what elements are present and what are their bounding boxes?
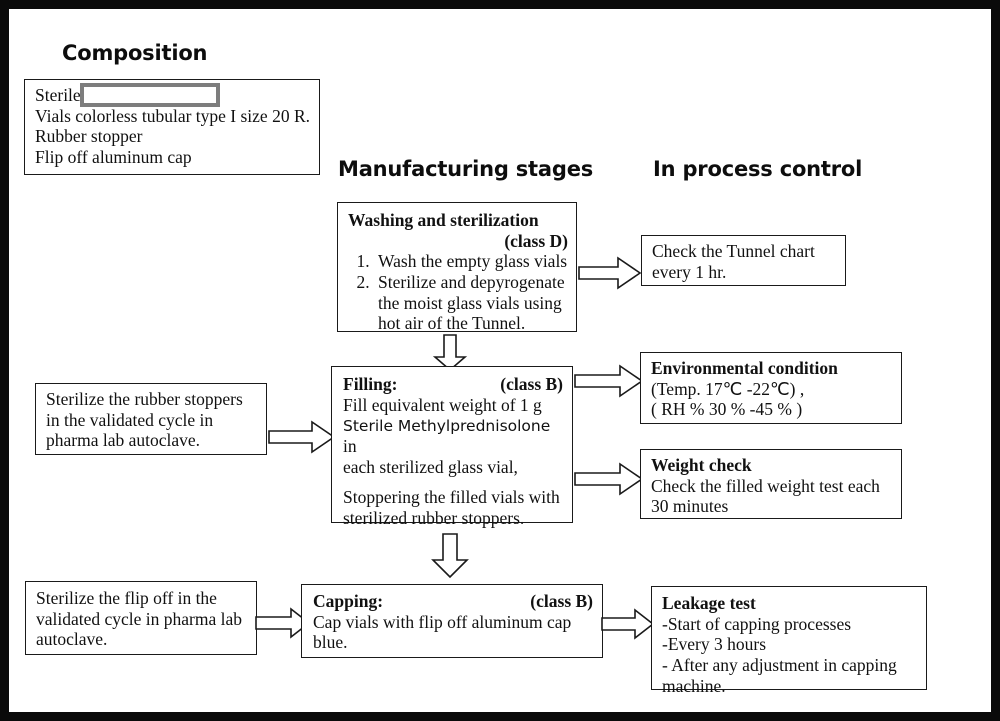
- filling-class: (class B): [500, 374, 563, 394]
- filling-drug-suffix: in: [343, 435, 357, 456]
- environmental-condition-box: Environmental condition (Temp. 17℃ -22℃)…: [640, 352, 902, 424]
- filling-line-4: sterilized rubber stoppers.: [343, 507, 525, 528]
- stoppers-line-3: pharma lab autoclave.: [46, 430, 201, 451]
- washing-title: Washing and sterilization: [348, 210, 539, 230]
- arrow-capping-to-leakage: [601, 608, 655, 640]
- filling-box: Filling: (class B) Fill equivalent weigh…: [331, 366, 573, 528]
- washing-class: (class D): [504, 230, 568, 251]
- stoppers-line-1: Sterilize the rubber stoppers: [46, 389, 243, 409]
- weight-check-title: Weight check: [651, 455, 752, 475]
- heading-in-process-control: In process control: [653, 157, 863, 181]
- composition-line-1: Sterile: [35, 85, 81, 105]
- tunnel-check-box: Check the Tunnel chart every 1 hr.: [641, 235, 846, 286]
- filling-line-1: Fill equivalent weight of 1 g: [343, 394, 542, 415]
- arrow-filling-to-environment: [574, 364, 644, 398]
- filling-spacer: [343, 477, 563, 487]
- leakage-line-3: - After any adjustment in capping: [662, 654, 897, 675]
- filling-drug-line: Sterile Methylprednisolone in: [343, 415, 563, 456]
- flipoff-line-1: Sterilize the flip off in the: [36, 588, 217, 608]
- filling-line-3: Stoppering the filled vials with: [343, 487, 560, 508]
- sterilize-stoppers-box: Sterilize the rubber stoppers in the val…: [35, 383, 267, 455]
- heading-manufacturing-stages: Manufacturing stages: [338, 157, 594, 181]
- filling-line-2: each sterilized glass vial,: [343, 456, 518, 477]
- washing-sterilization-box: Washing and sterilization (class D) Wash…: [337, 202, 577, 334]
- environment-line-2: ( RH % 30 % -45 % ): [651, 399, 803, 420]
- washing-steps: Wash the empty glass vials Sterilize and…: [348, 251, 568, 334]
- leakage-line-1: -Start of capping processes: [662, 613, 852, 634]
- stoppers-line-2: in the validated cycle in: [46, 409, 214, 430]
- composition-line-3: Rubber stopper: [35, 126, 143, 147]
- filling-drug-name: Sterile Methylprednisolone: [343, 417, 551, 436]
- sterilize-flipoff-box: Sterilize the flip off in the validated …: [25, 581, 257, 655]
- arrow-flipoff-to-capping: [255, 607, 311, 639]
- leakage-title: Leakage test: [662, 593, 756, 613]
- composition-line-4: Flip off aluminum cap: [35, 146, 192, 167]
- capping-line-1: Cap vials with flip off aluminum cap: [313, 611, 572, 632]
- weight-check-line-2: 30 minutes: [651, 496, 729, 517]
- environment-line-1: (Temp. 17℃ -22℃) ,: [651, 378, 805, 399]
- tunnel-check-line-2: every 1 hr.: [652, 261, 727, 282]
- heading-composition: Composition: [62, 41, 208, 65]
- page-frame-left: [0, 0, 9, 721]
- capping-title: Capping:: [313, 591, 384, 611]
- redaction-box: [80, 83, 220, 107]
- weight-check-line-1: Check the filled weight test each: [651, 475, 880, 496]
- capping-line-2: blue.: [313, 632, 348, 653]
- composition-line-2: Vials colorless tubular type I size 20 R…: [35, 105, 311, 126]
- arrow-washing-to-filling: [432, 334, 468, 372]
- flipoff-line-2: validated cycle in pharma lab: [36, 608, 243, 629]
- arrow-filling-to-capping: [430, 533, 470, 579]
- flipoff-line-3: autoclave.: [36, 629, 108, 650]
- leakage-test-box: Leakage test -Start of capping processes…: [651, 586, 927, 696]
- page-frame-right: [991, 0, 1000, 721]
- filling-title: Filling:: [343, 374, 398, 394]
- weight-check-box: Weight check Check the filled weight tes…: [640, 449, 902, 519]
- washing-step-2: Sterilize and depyrogenate the moist gla…: [374, 272, 568, 334]
- environment-title: Environmental condition: [651, 358, 838, 378]
- leakage-line-4: machine.: [662, 675, 726, 696]
- arrow-stoppers-to-filling: [268, 420, 336, 454]
- tunnel-check-line-1: Check the Tunnel chart: [652, 241, 815, 261]
- arrow-washing-to-tunnel: [578, 256, 642, 290]
- capping-class: (class B): [530, 591, 593, 611]
- arrow-filling-to-weight: [574, 462, 644, 496]
- page-frame-top: [0, 0, 1000, 9]
- capping-box: Capping: (class B) Cap vials with flip o…: [301, 584, 603, 658]
- washing-step-1: Wash the empty glass vials: [374, 251, 568, 272]
- leakage-line-2: -Every 3 hours: [662, 634, 767, 655]
- page-frame-bottom: [0, 712, 1000, 721]
